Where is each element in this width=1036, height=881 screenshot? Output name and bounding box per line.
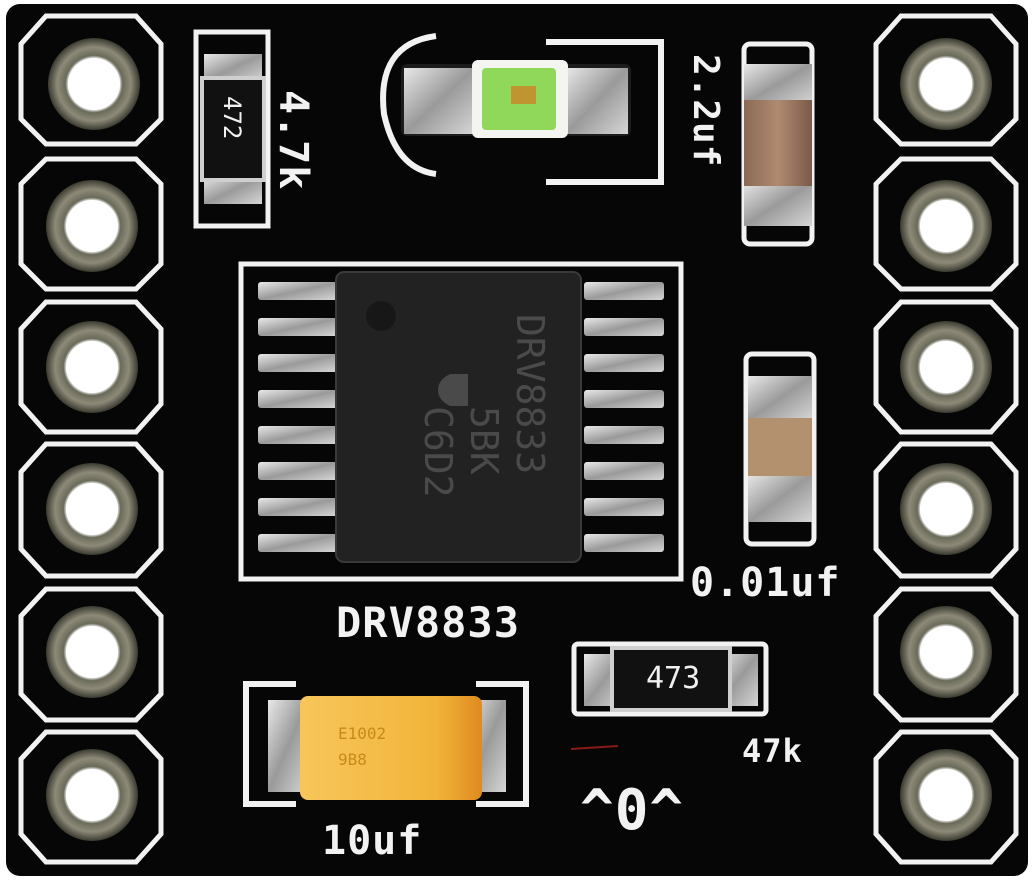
right-pins (900, 38, 992, 841)
pcb-board: DRV8833 5BK C6D2 472 473 4.7k 2.2uf 0.01… (6, 4, 1028, 876)
c1-value-label: 2.2uf (685, 54, 726, 168)
chip-marking-line1: DRV8833 (508, 314, 552, 475)
chip-outline (238, 261, 684, 582)
left-header-outline (18, 13, 164, 865)
pin-hole (46, 606, 138, 698)
pin-hole (900, 749, 992, 841)
pin-hole (46, 463, 138, 555)
pin-hole (48, 38, 140, 130)
c2-value-label: 0.01uf (690, 560, 841, 606)
pin-hole (900, 180, 992, 272)
pin-hole (900, 38, 992, 130)
pin-hole (900, 321, 992, 413)
tantalum-marking-2: 9B8 (338, 750, 367, 769)
pin-hole (900, 463, 992, 555)
pin-hole (46, 180, 138, 272)
capacitor-c2 (743, 351, 817, 547)
chip-pins-right (584, 282, 664, 552)
chip-pins-left (258, 282, 338, 552)
resistor-r2 (571, 641, 769, 717)
tantalum-marking-1: E1002 (338, 724, 387, 743)
pin-hole (46, 321, 138, 413)
ti-logo (438, 374, 468, 406)
c3-value-label: 10uf (322, 818, 423, 864)
resistor-r1 (193, 29, 271, 229)
r1-code: 472 (218, 96, 246, 140)
jumper-symbol: ^0^ (580, 778, 685, 843)
board-artwork (18, 13, 1019, 865)
pin-hole (46, 749, 138, 841)
capacitor-c1 (741, 41, 815, 247)
board-label: DRV8833 (336, 598, 521, 647)
pin1-dot (366, 301, 396, 331)
chip-marking-line2: 5BK (462, 406, 506, 475)
trace (570, 745, 619, 750)
left-pins (46, 38, 140, 841)
r2-code: 473 (646, 661, 701, 696)
pin-hole (900, 606, 992, 698)
chip-body (335, 271, 582, 563)
capacitor-c3 (243, 681, 529, 807)
r1-value-label: 4.7k (270, 90, 316, 191)
led (380, 33, 664, 185)
r2-value-label: 47k (742, 732, 803, 770)
chip-marking-line3: C6D2 (416, 406, 460, 498)
right-header-outline (873, 13, 1019, 865)
